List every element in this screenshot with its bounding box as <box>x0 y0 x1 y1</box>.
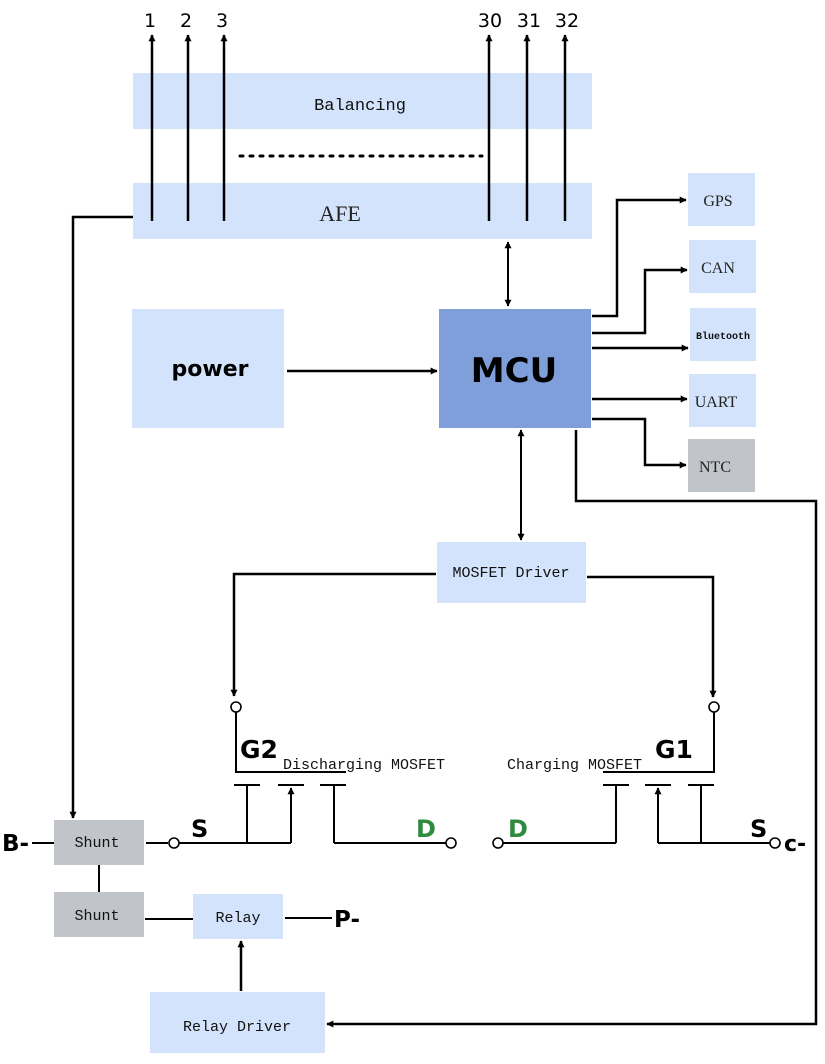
cell-tap-label: 31 <box>517 10 541 32</box>
mosfet-driver-label: MOSFET Driver <box>452 565 569 582</box>
bluetooth-label: Bluetooth <box>696 331 750 343</box>
discharging-mosfet-label: Discharging MOSFET <box>283 757 445 774</box>
shunt-top-label: Shunt <box>74 835 119 852</box>
charging-source-label: S <box>750 815 767 843</box>
mosfet-driver-block: MOSFET Driver <box>437 542 586 603</box>
mcu-to-can-arrow <box>592 266 688 335</box>
discharging-source-label: S <box>191 815 208 843</box>
afe-to-shunt-arrow <box>69 215 133 819</box>
relay-driver-label: Relay Driver <box>183 1019 291 1036</box>
g1-gate-line <box>603 712 715 773</box>
cell-tap-label: 30 <box>478 10 502 32</box>
p-minus-terminal-label: P- <box>334 907 360 933</box>
mcu-to-relay-driver-arrow <box>326 430 818 1028</box>
balancing-label: Balancing <box>314 97 406 116</box>
g2-label: G2 <box>240 735 278 764</box>
charging-source-terminal <box>769 837 781 849</box>
cell-tap-label: 3 <box>216 10 228 32</box>
discharging-drain-label: D <box>416 815 436 843</box>
g1-label: G1 <box>655 735 693 764</box>
shunt-bottom-label: Shunt <box>74 908 119 925</box>
discharging-drain-terminal <box>445 837 457 849</box>
discharging-mosfet-symbol <box>168 701 457 849</box>
driver-to-g2-arrow <box>230 572 436 697</box>
cell-tap-label: 32 <box>555 10 579 32</box>
discharging-source-terminal <box>168 837 180 849</box>
relay-driver-block: Relay Driver <box>150 992 325 1053</box>
mcu-label: MCU <box>471 351 557 391</box>
cell-tap-arrows <box>148 34 569 221</box>
relay-block: Relay <box>193 894 283 939</box>
c-minus-terminal-label: c- <box>784 832 806 857</box>
cell-tap-label: 1 <box>144 10 156 32</box>
shunt-block-top: Shunt <box>54 820 144 865</box>
gps-block: GPS <box>688 173 755 226</box>
uart-label: UART <box>695 394 738 411</box>
can-label: CAN <box>701 260 735 277</box>
power-label: power <box>172 357 249 382</box>
bluetooth-block: Bluetooth <box>690 308 756 361</box>
can-block: CAN <box>689 240 756 293</box>
g1-terminal <box>708 701 720 713</box>
cell-tap-label: 2 <box>180 10 192 32</box>
g2-terminal <box>230 701 242 713</box>
charging-drain-terminal <box>492 837 504 849</box>
charging-mosfet-symbol <box>492 701 781 849</box>
mcu-to-ntc-arrow <box>592 417 687 469</box>
cell-tap-labels: 1 2 3 30 31 32 <box>144 10 579 32</box>
afe-block: AFE <box>133 183 592 239</box>
uart-block: UART <box>689 374 756 427</box>
driver-to-g1-arrow <box>587 575 717 698</box>
ntc-label: NTC <box>699 459 731 476</box>
power-block: power <box>132 309 284 428</box>
charging-mosfet-label: Charging MOSFET <box>507 757 642 774</box>
afe-label: AFE <box>319 201 361 226</box>
g2-gate-line <box>235 712 346 773</box>
mcu-to-gps-arrow <box>592 196 687 318</box>
b-minus-terminal-label: B- <box>2 831 29 857</box>
ntc-block: NTC <box>688 439 755 492</box>
balancing-block: Balancing <box>133 73 592 129</box>
shunt-block-bottom: Shunt <box>54 892 144 937</box>
relay-label: Relay <box>215 910 260 927</box>
charging-drain-label: D <box>508 815 528 843</box>
gps-label: GPS <box>703 193 732 210</box>
mcu-block: MCU <box>439 309 591 428</box>
